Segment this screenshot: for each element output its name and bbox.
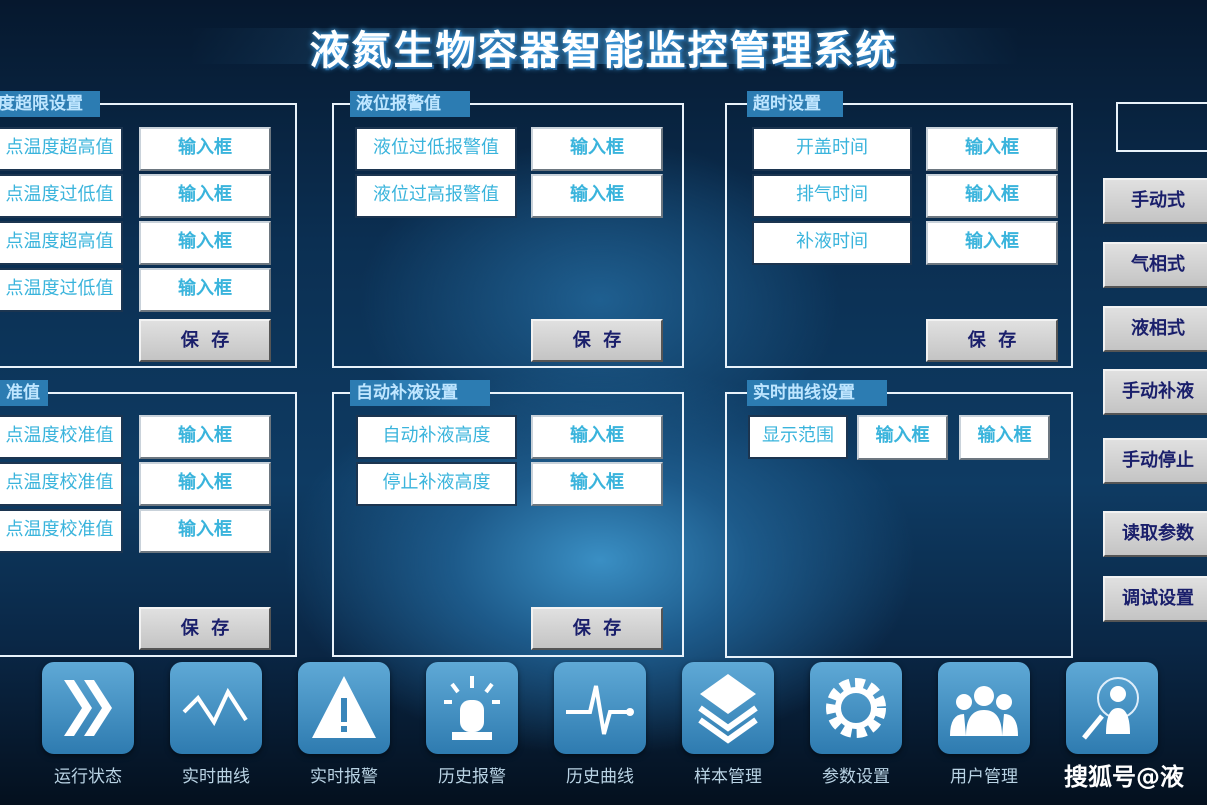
panel-calibration [0, 392, 297, 657]
value-input[interactable]: 输入框 [531, 415, 663, 459]
panel-timeout [725, 103, 1073, 368]
nav-label: 实时曲线 [182, 767, 250, 787]
field-label: 自动补液高度 [356, 415, 517, 459]
control-button[interactable]: 手动式 [1103, 178, 1207, 224]
page-title: 液氮生物容器智能监控管理系统 [309, 28, 898, 74]
panel-title: 自动补液设置 [350, 380, 490, 406]
title-glow [190, 28, 1020, 64]
field-label: 排气时间 [752, 174, 912, 218]
panel-temp-limit [0, 103, 297, 368]
nav-pulse[interactable]: 历史曲线 [554, 662, 646, 787]
field-label: 点温度校准值 [0, 509, 123, 553]
value-input[interactable]: 输入框 [139, 462, 271, 506]
value-input[interactable]: 输入框 [139, 415, 271, 459]
field-label: 点温度校准值 [0, 462, 123, 506]
panel-title: 液位报警值 [350, 91, 470, 117]
save-button[interactable]: 保 存 [139, 607, 271, 650]
nav-label: 实时报警 [310, 767, 378, 787]
nav-users[interactable]: 用户管理 [938, 662, 1030, 787]
value-input[interactable]: 输入框 [139, 268, 271, 312]
panel-title: 超时设置 [747, 91, 843, 117]
value-input[interactable]: 输入框 [926, 221, 1058, 265]
panel-level-alarm [332, 103, 684, 368]
field-label: 点温度超高值 [0, 221, 123, 265]
field-label: 液位过高报警值 [355, 174, 517, 218]
field-label: 停止补液高度 [356, 462, 517, 506]
value-input[interactable]: 输入框 [139, 174, 271, 218]
nav-label: 用户管理 [950, 767, 1018, 787]
users-icon [938, 662, 1030, 754]
panel-title: 度超限设置 [0, 91, 100, 117]
range-max-input[interactable]: 输入框 [959, 415, 1050, 460]
field-label: 点温度超高值 [0, 127, 123, 171]
field-label: 显示范围 [748, 415, 848, 459]
value-input[interactable]: 输入框 [139, 221, 271, 265]
status-display [1116, 102, 1207, 152]
panel-curve [725, 392, 1073, 658]
layers-icon [682, 662, 774, 754]
control-button[interactable]: 气相式 [1103, 242, 1207, 288]
nav-label: 历史报警 [438, 767, 506, 787]
panel-title: 准值 [0, 380, 48, 406]
field-label: 液位过低报警值 [355, 127, 517, 171]
nav-user-search[interactable] [1066, 662, 1158, 754]
nav-gear[interactable]: 参数设置 [810, 662, 902, 787]
value-input[interactable]: 输入框 [531, 174, 663, 218]
pulse-icon [554, 662, 646, 754]
double-chevron-icon [42, 662, 134, 754]
nav-layers[interactable]: 样本管理 [682, 662, 774, 787]
value-input[interactable]: 输入框 [531, 462, 663, 506]
user-search-icon [1066, 662, 1158, 754]
value-input[interactable]: 输入框 [139, 509, 271, 553]
control-button[interactable]: 手动停止 [1103, 438, 1207, 484]
save-button[interactable]: 保 存 [531, 319, 663, 362]
control-button[interactable]: 调试设置 [1103, 576, 1207, 622]
field-label: 补液时间 [752, 221, 912, 265]
value-input[interactable]: 输入框 [926, 174, 1058, 218]
line-wave-icon [170, 662, 262, 754]
nav-label: 运行状态 [54, 767, 122, 787]
field-label: 开盖时间 [752, 127, 912, 171]
nav-label: 历史曲线 [566, 767, 634, 787]
nav-line-wave[interactable]: 实时曲线 [170, 662, 262, 787]
save-button[interactable]: 保 存 [926, 319, 1058, 362]
panel-title: 实时曲线设置 [747, 380, 887, 406]
range-min-input[interactable]: 输入框 [857, 415, 948, 460]
save-button[interactable]: 保 存 [139, 319, 271, 362]
control-button[interactable]: 读取参数 [1103, 511, 1207, 557]
nav-warning[interactable]: 实时报警 [298, 662, 390, 787]
field-label: 点温度校准值 [0, 415, 123, 459]
value-input[interactable]: 输入框 [926, 127, 1058, 171]
value-input[interactable]: 输入框 [139, 127, 271, 171]
control-button[interactable]: 液相式 [1103, 306, 1207, 352]
nav-siren[interactable]: 历史报警 [426, 662, 518, 787]
watermark: 搜狐号@液 [1064, 763, 1184, 791]
panel-auto-refill [332, 392, 684, 657]
nav-label: 参数设置 [822, 767, 890, 787]
warning-icon [298, 662, 390, 754]
save-button[interactable]: 保 存 [531, 607, 663, 650]
siren-icon [426, 662, 518, 754]
nav-double-chevron[interactable]: 运行状态 [42, 662, 134, 787]
nav-label: 样本管理 [694, 767, 762, 787]
field-label: 点温度过低值 [0, 174, 123, 218]
value-input[interactable]: 输入框 [531, 127, 663, 171]
field-label: 点温度过低值 [0, 268, 123, 312]
control-button[interactable]: 手动补液 [1103, 369, 1207, 415]
gear-icon [810, 662, 902, 754]
